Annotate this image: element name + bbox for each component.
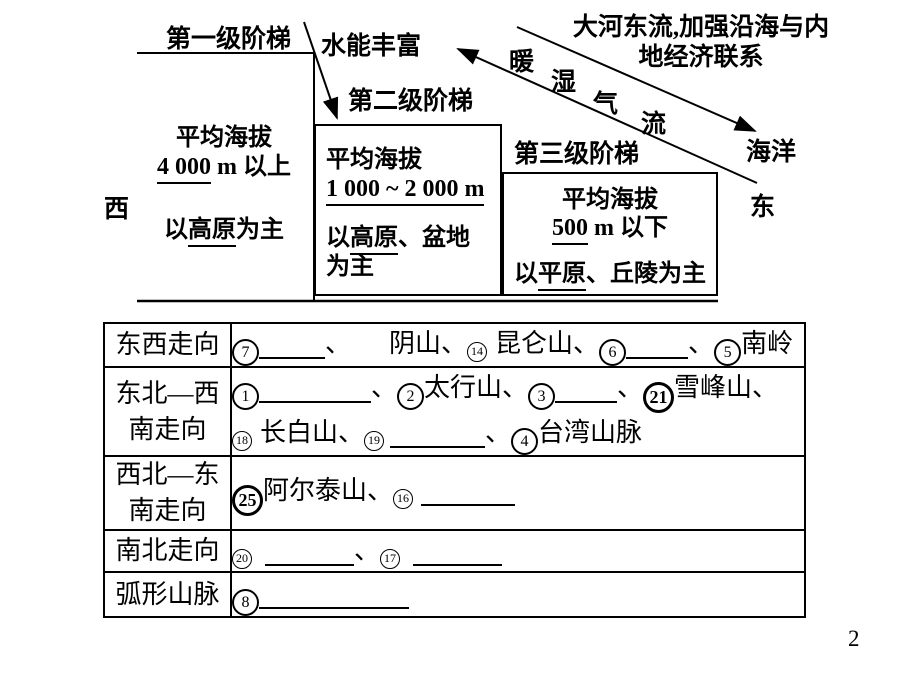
page-number: 2: [848, 626, 860, 651]
ocean-label: 海洋: [746, 139, 797, 166]
text-segment: 、: [617, 373, 644, 402]
text-segment: 台湾山脉: [538, 418, 643, 447]
text-segment: 阿尔泰山、: [263, 475, 394, 505]
river-flow-arrow: [516, 26, 757, 132]
content-line: 20 、17: [233, 532, 803, 570]
east-label: 东: [750, 194, 776, 221]
circled-number-small: 18: [233, 431, 252, 451]
circled-number-small: 16: [393, 488, 414, 509]
blank-underline: [390, 420, 486, 448]
tier1-landform: 以高原为主: [138, 216, 310, 247]
tier3-box: 平均海拔 500 m 以下 以平原、丘陵为主: [502, 172, 718, 296]
circled-number-small: 14: [467, 342, 488, 362]
blank-underline: [259, 331, 325, 359]
circled-number: 5: [714, 339, 742, 365]
tier3-elevation-value: 500 m 以下: [504, 214, 716, 245]
text-segment: 、: [485, 418, 512, 447]
orientation-label: 西北—东 南走向: [103, 455, 232, 531]
blank-underline: [265, 538, 354, 566]
tier1-elevation-value: 4 000 m 以上: [138, 153, 310, 184]
text-segment: 太行山、: [424, 373, 529, 402]
blank-underline: [555, 375, 618, 403]
text-segment: 昆仑山、: [495, 329, 600, 358]
circled-number: 8: [233, 588, 259, 615]
content-line: 8: [233, 574, 803, 615]
west-label: 西: [104, 196, 130, 223]
text-segment: 、: [688, 329, 715, 358]
airflow-char: 暖: [509, 49, 535, 76]
tier1-elevation-title: 平均海拔: [176, 125, 272, 151]
tier2-elevation-value: 1 000 ~ 2 000 m: [326, 175, 500, 206]
mountains-cell: 20 、17: [230, 529, 806, 573]
tier3-label: 第三级阶梯: [514, 141, 640, 168]
orientation-label: 东西走向: [103, 322, 232, 368]
tier3-elevation-title: 平均海拔: [562, 187, 658, 213]
circled-number: 6: [599, 339, 627, 365]
blank-underline: [259, 375, 371, 403]
airflow-char: 湿: [551, 69, 577, 96]
circled-number: 1: [233, 383, 259, 410]
airflow-char: 气: [593, 91, 619, 118]
slope-drop-arrow: [303, 21, 339, 120]
text-segment: 、: [354, 536, 381, 565]
circled-number-small: 19: [364, 431, 385, 451]
circled-number: 4: [511, 428, 539, 454]
tier2-box: 平均海拔 1 000 ~ 2 000 m 以高原、盆地 为主: [314, 124, 502, 296]
mountains-cell: 8: [230, 571, 806, 618]
airflow-arrow: [456, 48, 758, 184]
tier2-landform: 以高原、盆地: [326, 224, 500, 255]
text-segment: 、: [371, 373, 398, 402]
blank-underline: [421, 478, 516, 506]
blank-underline: [626, 331, 689, 359]
circled-number-small: 17: [380, 549, 401, 569]
text-segment: 、: [325, 329, 352, 358]
circled-number: 2: [397, 383, 425, 410]
circled-number-small: 20: [233, 549, 252, 569]
blank-underline: [259, 581, 409, 609]
text-segment: 南岭: [741, 329, 794, 358]
text-segment: 长白山、: [260, 418, 365, 447]
orientation-label: 弧形山脉: [103, 571, 232, 618]
circled-number-bold: 25: [233, 484, 263, 516]
circled-number: 3: [528, 383, 556, 410]
orientation-label: 南北走向: [103, 529, 232, 573]
river-note: 大河东流,加强沿海与内 地经济联系: [572, 14, 830, 71]
tier3-landform: 以平原、丘陵为主: [504, 260, 716, 291]
tier2-elevation-title: 平均海拔: [326, 147, 422, 173]
tier1-label: 第一级阶梯: [166, 26, 292, 53]
tier2-landform-cont: 为主: [326, 254, 374, 280]
blank-underline: [413, 538, 503, 566]
hydro-label: 水能丰富: [321, 33, 422, 60]
circled-number: 7: [233, 339, 259, 365]
tier1-info: 平均海拔 4 000 m 以上 以高原为主: [138, 124, 310, 247]
text-segment: 阴山、: [389, 329, 468, 358]
airflow-char: 流: [641, 111, 667, 138]
orientation-label: 东北—西 南走向: [103, 366, 232, 457]
circled-number-bold: 21: [643, 382, 675, 413]
text-segment: 雪峰山、: [674, 373, 779, 402]
tier2-label: 第二级阶梯: [348, 88, 474, 115]
